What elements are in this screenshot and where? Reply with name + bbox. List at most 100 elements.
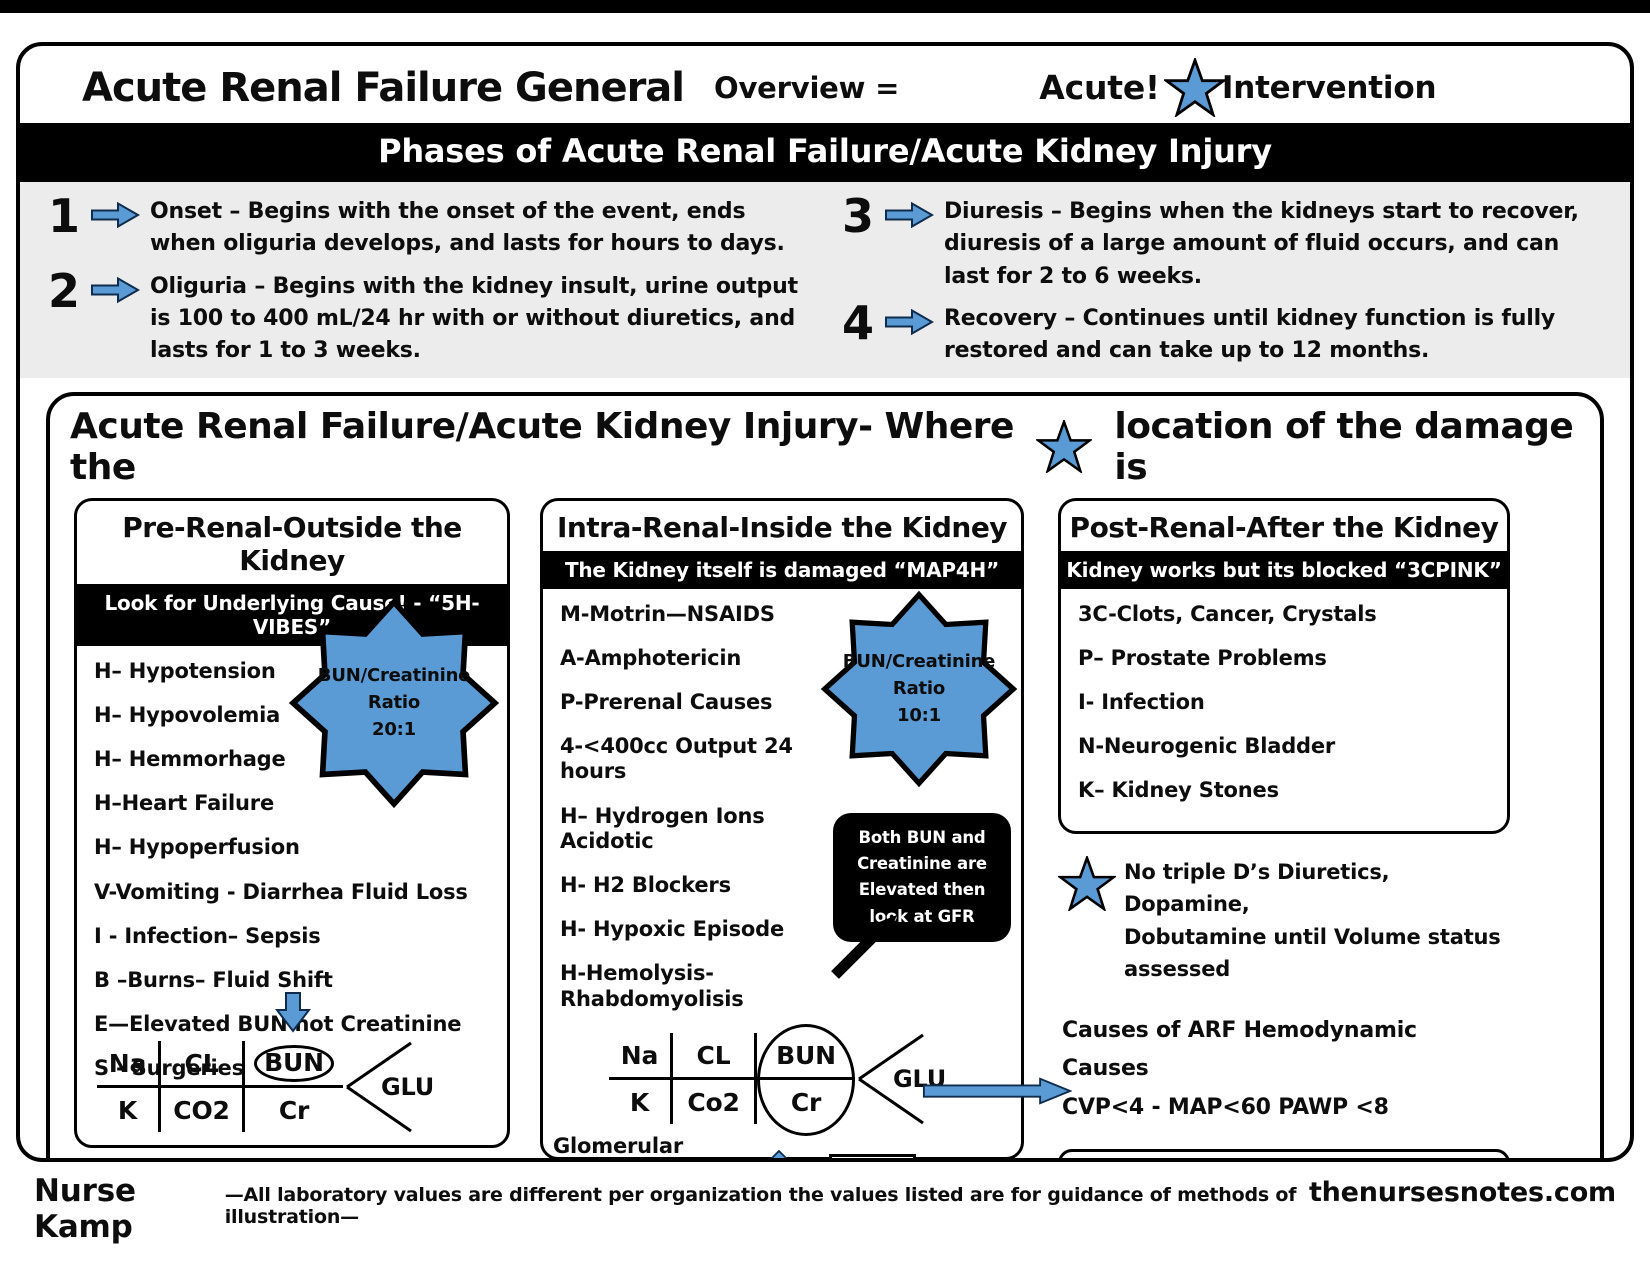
gfr-arrows xyxy=(741,1149,817,1158)
phase-description: Recovery – Continues until kidney functi… xyxy=(944,305,1556,364)
lab-fishbone-pre: Na CL BUN K CO2 Cr GLU xyxy=(97,1039,434,1135)
phases-section: 1 Onset – Begins with the onset of the e… xyxy=(20,182,1630,378)
pre-renal-title: Pre-Renal-Outside the Kidney xyxy=(122,510,462,577)
lab-na: Na xyxy=(609,1033,673,1081)
footer: Nurse Kamp —All laboratory values are di… xyxy=(34,1173,1616,1245)
outer-frame: Acute Renal Failure General Overview = A… xyxy=(16,42,1634,1162)
pre-renal-banner: Look for Underlying Cause! - “5H-VIBES” xyxy=(77,583,507,646)
lab-glu: GLU xyxy=(381,1072,435,1101)
list-item: H– Hemmorhage xyxy=(94,747,286,772)
lab-grid: Na CL BUN K CO2 Cr xyxy=(97,1041,343,1133)
right-arrow-icon xyxy=(885,201,934,229)
section-title-left: Acute Renal Failure/Acute Kidney Injury-… xyxy=(70,405,1014,488)
header: Acute Renal Failure General Overview = A… xyxy=(20,46,1630,123)
fishbone-branch-lines xyxy=(858,1033,924,1124)
top-border-strip xyxy=(0,0,1650,13)
up-arrow-icon xyxy=(770,1149,788,1158)
phases-left-column: 1 Onset – Begins with the onset of the e… xyxy=(48,189,808,368)
lab-bun: BUN xyxy=(245,1041,343,1089)
header-acute-label: Acute! xyxy=(1039,68,1160,107)
phase-name: Recovery xyxy=(944,305,1057,331)
gfr-label: Glomerular Filtration Rate xyxy=(553,1133,684,1158)
triple-d-warning-text: No triple D’s Diuretics, Dopamine, Dobut… xyxy=(1124,859,1501,982)
list-item: P– Prostate Problems xyxy=(1078,645,1327,670)
list-item: H–Heart Failure xyxy=(94,791,275,816)
list-item: P-Prerenal Causes xyxy=(560,690,773,715)
list-item: E—Elevated BUN not Creatinine xyxy=(94,1012,462,1037)
right-arrow-icon xyxy=(91,201,140,229)
brand-name: Nurse Kamp xyxy=(34,1173,136,1245)
list-item: N-Neurogenic Bladder xyxy=(1078,734,1336,759)
list-item: H– Hypoperfusion xyxy=(94,835,300,860)
star-icon xyxy=(1036,420,1093,474)
list-item: 3C-Clots, Cancer, Crystals xyxy=(1078,601,1377,626)
phase-4: 4 Recovery – Continues until kidney func… xyxy=(842,295,1602,368)
phase-number: 4 xyxy=(842,295,874,350)
bun-creatinine-ratio-star: BUN/Creatinine Ratio 20:1 xyxy=(287,596,501,810)
bun-circle: BUN xyxy=(254,1044,334,1082)
phase-3: 3 Diuresis – Begins when the kidneys sta… xyxy=(842,189,1602,293)
gfr-value-box: <60 xyxy=(829,1153,917,1158)
list-item: H- H2 Blockers xyxy=(560,872,731,897)
page-title: Acute Renal Failure General xyxy=(82,64,685,111)
ratio-star-text: BUN/Creatinine Ratio 20:1 xyxy=(317,664,471,740)
list-item: H– Hydrogen Ions Acidotic xyxy=(560,803,765,853)
post-renal-panel: Post-Renal-After the Kidney Kidney works… xyxy=(1058,497,1510,834)
pre-renal-panel: Pre-Renal-Outside the Kidney Look for Un… xyxy=(74,497,510,1148)
list-item: K– Kidney Stones xyxy=(1078,778,1279,803)
right-arrow-icon xyxy=(91,276,140,303)
gfr-normal-note: Normal Glomerular Filtration Rate is the… xyxy=(1058,1149,1510,1158)
phase-number: 1 xyxy=(48,189,80,243)
eight-point-star-icon xyxy=(288,597,500,808)
phase-name: Oliguria xyxy=(150,273,247,299)
triple-d-warning: No triple D’s Diuretics, Dopamine, Dobut… xyxy=(1058,855,1510,986)
post-renal-column: Post-Renal-After the Kidney Kidney works… xyxy=(1058,497,1510,1158)
phase-2: 2 Oliguria – Begins with the kidney insu… xyxy=(48,263,808,368)
list-item: H-Hemolysis-Rhabdomyolisis xyxy=(560,961,744,1011)
lab-cr: Cr xyxy=(278,1095,310,1125)
post-renal-list: 3C-Clots, Cancer, Crystals P– Prostate P… xyxy=(1061,602,1507,804)
phase-name: Onset xyxy=(150,199,222,224)
list-item: I- Infection xyxy=(1078,690,1205,715)
post-renal-banner: Kidney works but its blocked “3CPINK” xyxy=(1061,550,1507,589)
post-renal-title: Post-Renal-After the Kidney xyxy=(1069,510,1499,544)
lab-k: K xyxy=(609,1080,673,1125)
website-url: thenursesnotes.com xyxy=(1308,1177,1616,1208)
bun-creatinine-note: Both BUN and Creatinine are Elevated the… xyxy=(833,812,1011,943)
intra-renal-list: M-Motrin—NSAIDS A-Amphotericin P-Prerena… xyxy=(543,602,1021,1012)
lab-grid: Na CL BUN K Co2 Cr xyxy=(609,1024,855,1137)
right-arrow-icon xyxy=(885,308,934,336)
phases-right-column: 3 Diuresis – Begins when the kidneys sta… xyxy=(842,189,1602,368)
gfr-row: Glomerular Filtration Rate <60 xyxy=(553,1131,1021,1158)
lab-co2: Co2 xyxy=(673,1080,757,1125)
lab-na: Na xyxy=(97,1041,161,1089)
list-item: H– Hypotension xyxy=(94,658,276,683)
star-icon xyxy=(1058,855,1116,911)
phase-description: Onset – Begins with the onset of the eve… xyxy=(150,199,785,257)
bun-cr-ellipse xyxy=(757,1024,855,1137)
header-intervention-label: Intervention xyxy=(1221,69,1437,106)
list-item: S - Surgeries xyxy=(94,1056,244,1081)
arf-hemodynamic-causes: Causes of ARF Hemodynamic Causes CVP<4 -… xyxy=(1062,1017,1417,1120)
three-columns: Pre-Renal-Outside the Kidney Look for Un… xyxy=(70,497,1580,1158)
lab-co2: CO2 xyxy=(161,1088,245,1133)
lab-k: K xyxy=(97,1088,161,1133)
list-item: V-Vomiting - Diarrhea Fluid Loss xyxy=(94,879,468,904)
list-item: A-Amphotericin xyxy=(560,645,742,670)
list-item: M-Motrin—NSAIDS xyxy=(560,601,775,626)
intra-renal-banner: The Kidney itself is damaged “MAP4H” xyxy=(543,550,1021,589)
list-item: I - Infection– Sepsis xyxy=(94,923,321,948)
long-right-arrow-icon xyxy=(922,1077,1072,1105)
damage-location-title: Acute Renal Failure/Acute Kidney Injury-… xyxy=(70,406,1580,488)
fishbone-branch-lines xyxy=(346,1041,412,1132)
phase-number: 2 xyxy=(48,263,80,318)
fishbone-branch: GLU xyxy=(345,1039,434,1135)
intra-renal-panel: Intra-Renal-Inside the Kidney The Kidney… xyxy=(540,497,1024,1158)
list-item: H- Hypoxic Episode xyxy=(560,917,785,942)
phase-number: 3 xyxy=(842,189,874,243)
bun-creatinine-ratio-star: BUN/Creatinine Ratio 10:1 xyxy=(819,589,1019,789)
list-item: 4-<400cc Output 24 hours xyxy=(560,734,793,784)
phases-banner: Phases of Acute Renal Failure/Acute Kidn… xyxy=(20,123,1630,182)
eight-point-star-icon xyxy=(820,590,1018,787)
